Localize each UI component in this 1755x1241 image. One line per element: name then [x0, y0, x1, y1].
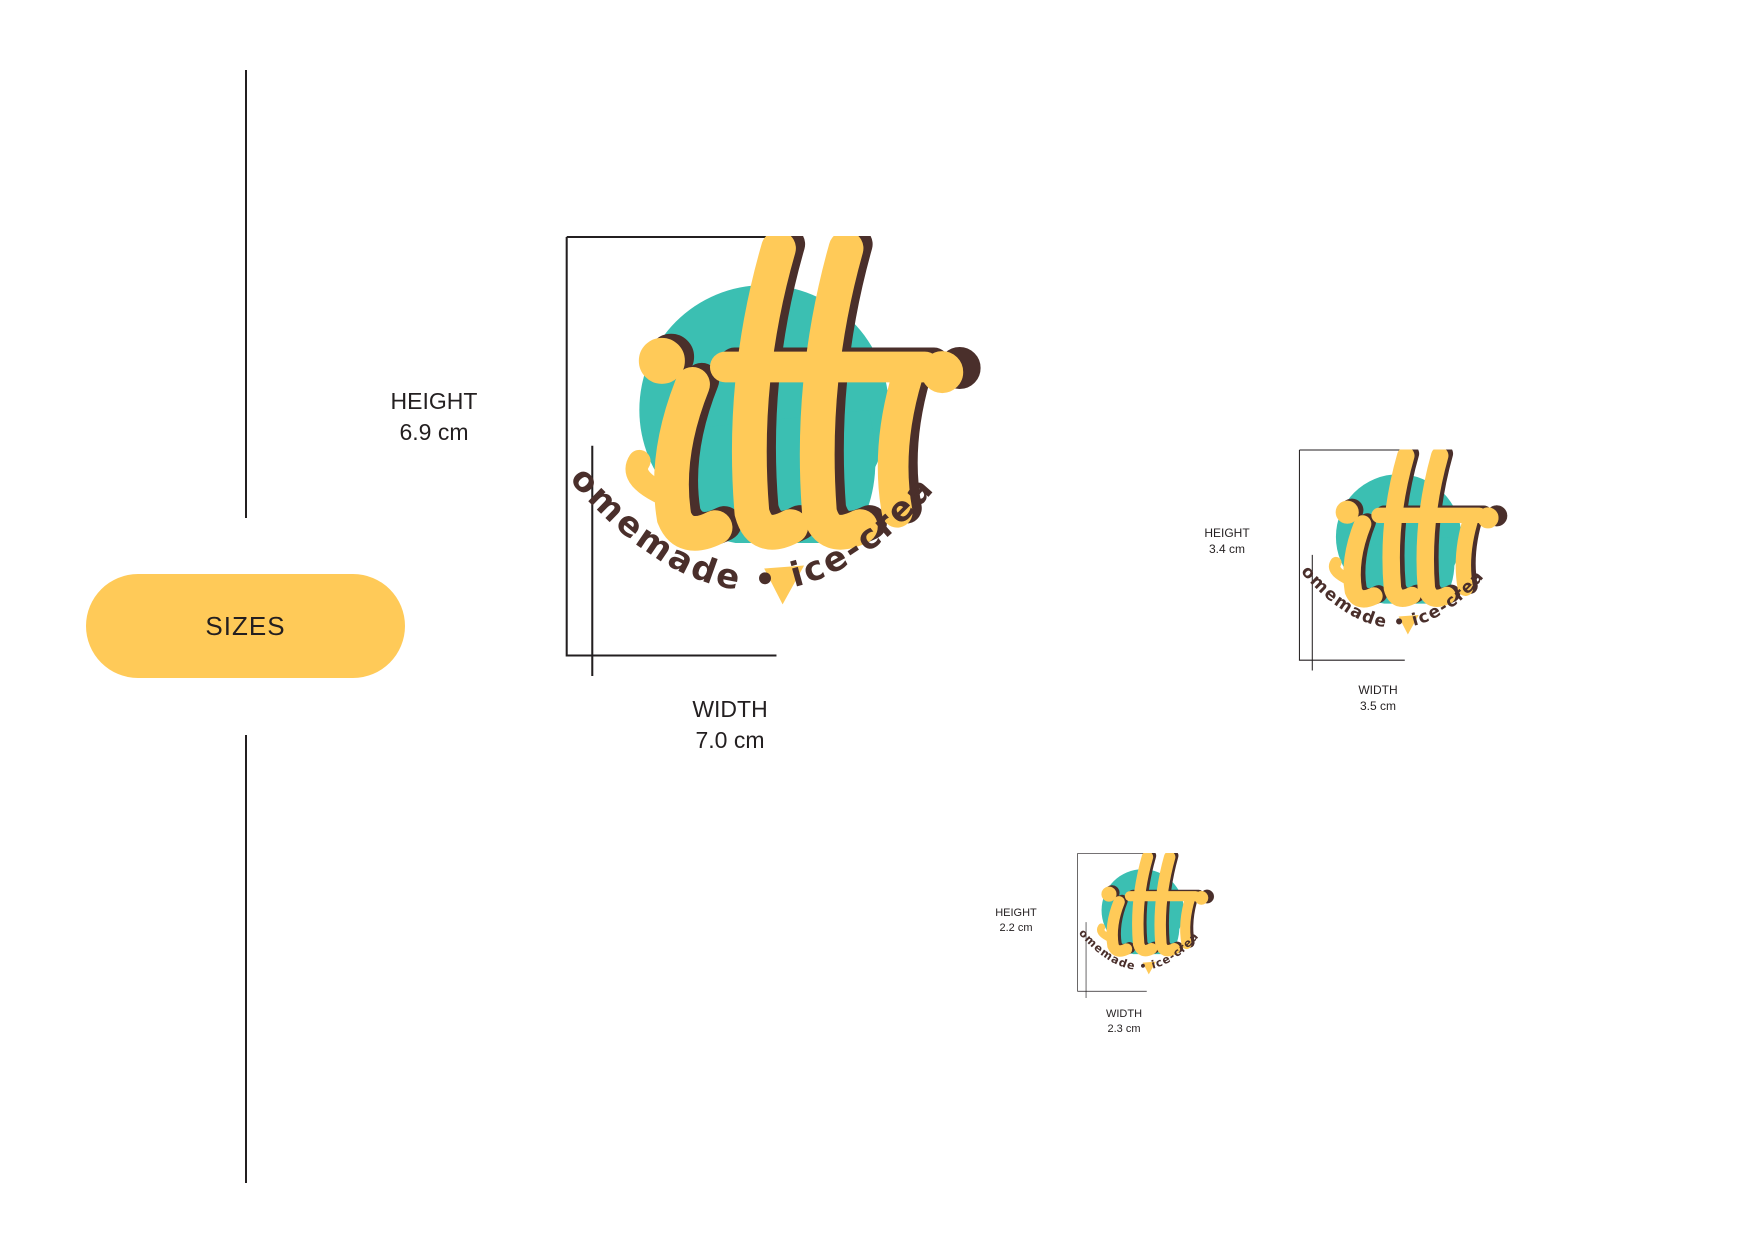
- height-value: 2.2 cm: [999, 921, 1033, 934]
- divider-line-top: [245, 70, 247, 518]
- height-title: HEIGHT: [1204, 526, 1250, 540]
- width-value: 3.5 cm: [1359, 699, 1396, 714]
- width-title: WIDTH: [692, 696, 768, 722]
- width-value: 2.3 cm: [1107, 1022, 1141, 1035]
- logo-large: homemade • ice-cream: [507, 205, 986, 676]
- logo-small: homemade • ice-cream: [1058, 843, 1216, 998]
- height-value: 6.9 cm: [399, 419, 469, 446]
- width-title: WIDTH: [1358, 683, 1398, 697]
- height-label-large: HEIGHT 6.9 cm: [391, 386, 478, 448]
- width-label-small: WIDTH 2.3 cm: [1106, 1007, 1142, 1037]
- width-label-medium: WIDTH 3.5 cm: [1358, 682, 1397, 714]
- sizes-section-label: SIZES: [86, 574, 405, 678]
- height-title: HEIGHT: [390, 388, 478, 414]
- width-value: 7.0 cm: [695, 727, 765, 754]
- width-title: WIDTH: [1105, 1008, 1143, 1020]
- height-title: HEIGHT: [995, 907, 1037, 919]
- height-label-small: HEIGHT 2.2 cm: [995, 906, 1037, 936]
- height-value: 3.4 cm: [1208, 542, 1245, 557]
- divider-line-bottom: [245, 735, 247, 1183]
- height-label-medium: HEIGHT 3.4 cm: [1204, 525, 1249, 557]
- logo-medium: homemade • ice-cream: [1269, 435, 1510, 671]
- width-label-large: WIDTH 7.0 cm: [692, 694, 767, 756]
